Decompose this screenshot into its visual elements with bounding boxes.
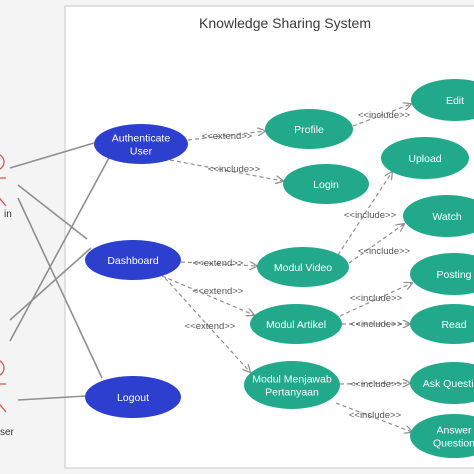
association-a1-dashboard (17, 184, 88, 240)
use-case-ellipse (381, 137, 469, 179)
relation-label: <<include>> (208, 164, 261, 175)
relation-auth-profile (187, 131, 265, 141)
relation-label: <<extend>> (193, 286, 244, 297)
use-case-label: Read (441, 319, 466, 331)
use-case-edit[interactable]: Edit (411, 79, 474, 121)
use-case-ellipse (410, 362, 474, 404)
actors: in ser (0, 154, 15, 438)
use-case-profile[interactable]: Profile (265, 109, 353, 149)
use-case-label: Login (313, 179, 339, 191)
relation-label: <<include>> (350, 379, 403, 390)
actor-label: in (4, 209, 12, 220)
use-case-ellipse (410, 414, 474, 458)
use-case-ellipse (410, 253, 474, 295)
use-case-ellipse (250, 304, 342, 344)
use-case-label: Posting (436, 269, 471, 281)
use-case-ellipse (257, 247, 349, 287)
use-case-label: Modul Artikel (266, 319, 326, 331)
use-case-label: User (130, 146, 153, 158)
use-case-read[interactable]: Read (410, 304, 474, 344)
use-case-ellipse (94, 124, 188, 164)
use-case-ellipse (403, 195, 474, 237)
actor-label: ser (0, 427, 15, 438)
use-case-modulartikel[interactable]: Modul Artikel (250, 304, 342, 344)
relation-auth-login (169, 159, 283, 181)
use-case-watch[interactable]: Watch (403, 195, 474, 237)
actor-head (0, 154, 5, 170)
association-a2-auth (9, 155, 111, 342)
use-case-modulvideo[interactable]: Modul Video (257, 247, 349, 287)
relation-label: <<extend>> (193, 258, 244, 269)
use-case-ellipse (283, 164, 369, 204)
relation-dashboard-modulartikel (161, 275, 254, 315)
use-case-dashboard[interactable]: Dashboard (85, 240, 181, 280)
use-case-label: Profile (294, 124, 324, 136)
use-case-label: Edit (446, 95, 464, 107)
relation-label: <<include>> (350, 319, 403, 330)
use-case-label: Watch (432, 211, 462, 223)
use-case-ellipse (85, 376, 181, 418)
relation-modulartikel-posting (339, 283, 412, 317)
relation-label: <<include>> (344, 210, 397, 221)
relation-label: <<include>> (349, 410, 402, 421)
relation-moduljawab-ask (339, 383, 410, 384)
use-case-label: Modul Video (274, 262, 332, 274)
use-case-upload[interactable]: Upload (381, 137, 469, 179)
relationship-lines: <<extend>> <<include>> <<include>> <<extend… (161, 104, 412, 432)
association-lines (9, 142, 111, 401)
relation-label: <<extend>> (202, 131, 253, 142)
use-case-label: Authenticate (112, 133, 171, 145)
relation-label: <<include>> (358, 110, 411, 121)
relation-profile-edit (352, 104, 411, 127)
association-a2-logout (17, 395, 87, 401)
actor-a1: in (0, 154, 12, 220)
relation-label: <<include>> (358, 246, 411, 257)
use-case-ellipse (244, 361, 340, 409)
association-a2-dashboard (9, 247, 92, 321)
use-case-label: Modul Menjawab (252, 374, 332, 386)
use-case-label: Upload (408, 153, 441, 165)
use-case-logout[interactable]: Logout (85, 376, 181, 418)
use-case-label: Ask Question (423, 378, 474, 390)
association-a1-logout (17, 197, 103, 379)
use-case-ellipse (85, 240, 181, 280)
association-a1-auth (9, 142, 95, 169)
actor-leg (0, 403, 7, 413)
use-case-label: Dashboard (107, 255, 159, 267)
use-case-label: Logout (117, 392, 149, 404)
use-case-label: Pertanyaan (265, 387, 319, 399)
diagram-title: Knowledge Sharing System (199, 15, 371, 31)
relation-label: <<include>> (350, 293, 403, 304)
use-case-label: Question (433, 438, 474, 450)
use-case-login[interactable]: Login (283, 164, 369, 204)
actor-head (0, 360, 5, 376)
relation-label: <<extend>> (185, 321, 236, 332)
actor-leg (0, 197, 7, 207)
use-case-ellipse (410, 304, 474, 344)
use-case-posting[interactable]: Posting (410, 253, 474, 295)
relation-modulvideo-watch (348, 224, 404, 264)
use-case-label: Answer (436, 425, 472, 437)
relation-dashboard-moduljawab (164, 277, 250, 372)
use-case-ellipse (411, 79, 474, 121)
relation-dashboard-modulvideo (180, 261, 257, 266)
use-case-ask[interactable]: Ask Question (410, 362, 474, 404)
relation-modulvideo-upload (337, 172, 392, 256)
actor-a2: ser (0, 360, 15, 438)
use-case-ellipse (265, 109, 353, 149)
